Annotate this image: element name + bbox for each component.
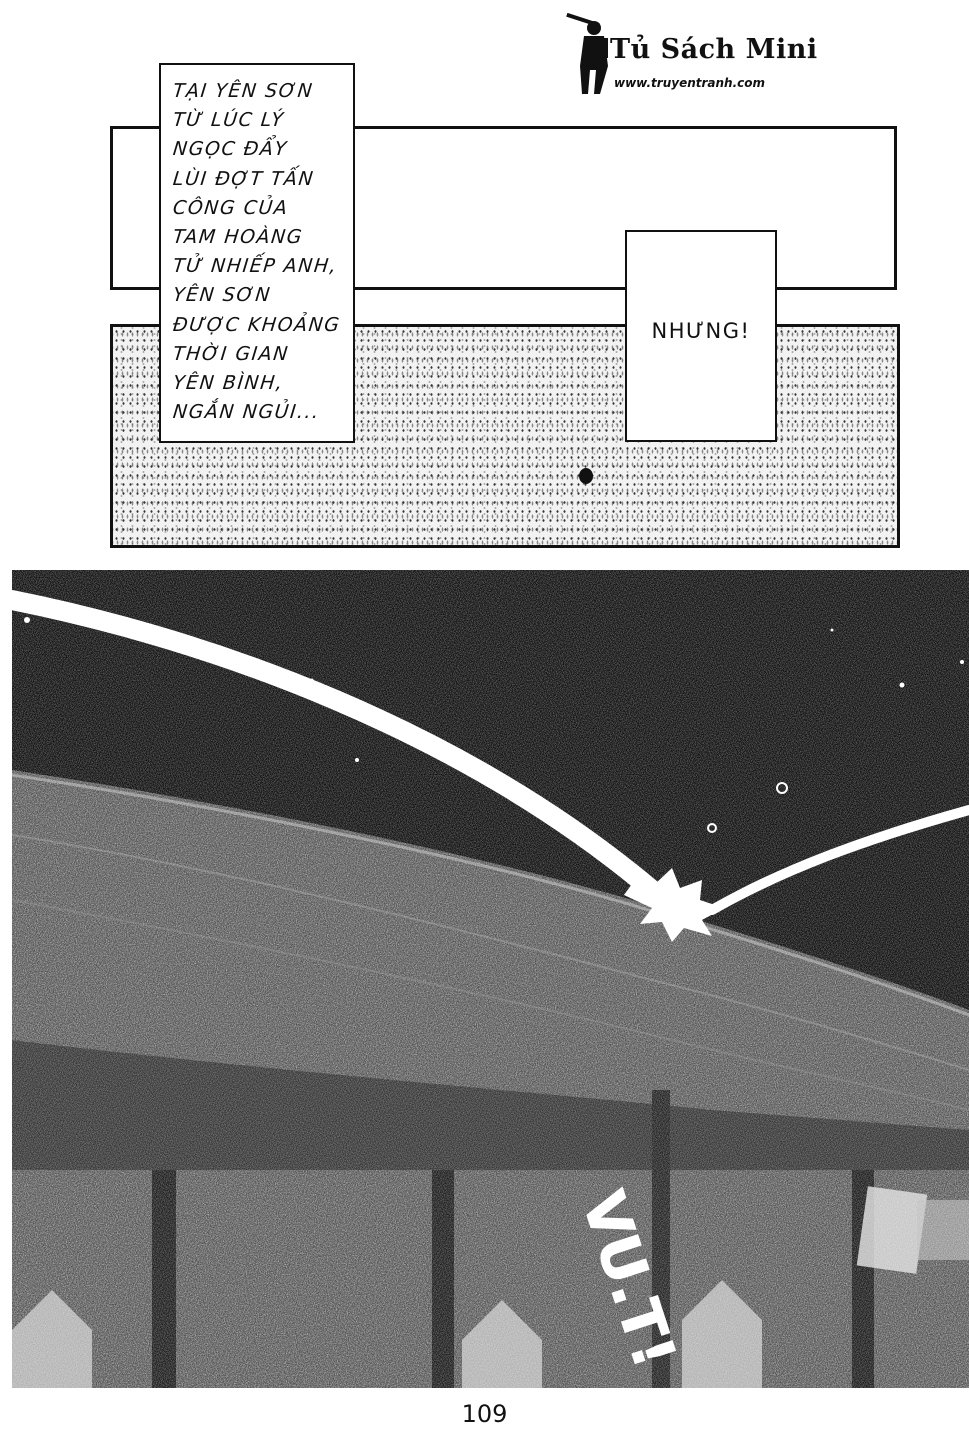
- watermark: Tủ Sách Mini www.truyentranh.com: [560, 8, 820, 98]
- caption-line: ĐƯỢC KHOẢNG: [171, 313, 342, 336]
- sound-effect: VU.T!: [568, 1183, 689, 1376]
- narration-caption-box: TẠI YÊN SƠN TỪ LÚC LÝ NGỌC ĐẨY LÙI ĐỢT T…: [159, 63, 355, 443]
- warrior-figure-icon: [566, 12, 608, 94]
- caption-line: CÔNG CỦA: [171, 196, 290, 219]
- caption-line: TAM HOÀNG: [171, 226, 305, 249]
- page-number: 109: [461, 1400, 508, 1428]
- caption-line: TẠI YÊN SƠN: [171, 80, 315, 102]
- rooftop-scene-illustration: [12, 570, 969, 1388]
- caption-line: TỪ LÚC LÝ: [171, 109, 286, 132]
- caption-line: TỬ NHIẾP ANH,: [171, 255, 339, 278]
- caption-line: YÊN SƠN: [171, 284, 273, 307]
- sound-effect-text: VU.T!: [569, 1183, 689, 1375]
- panel-bottom-night-scene: VU.T!: [12, 570, 969, 1388]
- caption-line: YÊN BÌNH,: [171, 372, 285, 395]
- watermark-url: www.truyentranh.com: [614, 76, 766, 90]
- caption-line: THỜI GIAN: [171, 342, 291, 365]
- watermark-title: Tủ Sách Mini: [610, 34, 818, 65]
- caption-line: NGẮN NGỦI...: [171, 401, 321, 424]
- caption-line: NGỌC ĐẨY: [171, 138, 289, 161]
- ink-spot: [579, 468, 593, 484]
- caption-line: LÙI ĐỢT TẤN: [171, 167, 316, 190]
- speech-box: NHƯNG!: [625, 230, 777, 442]
- speech-text: NHƯNG!: [651, 319, 751, 343]
